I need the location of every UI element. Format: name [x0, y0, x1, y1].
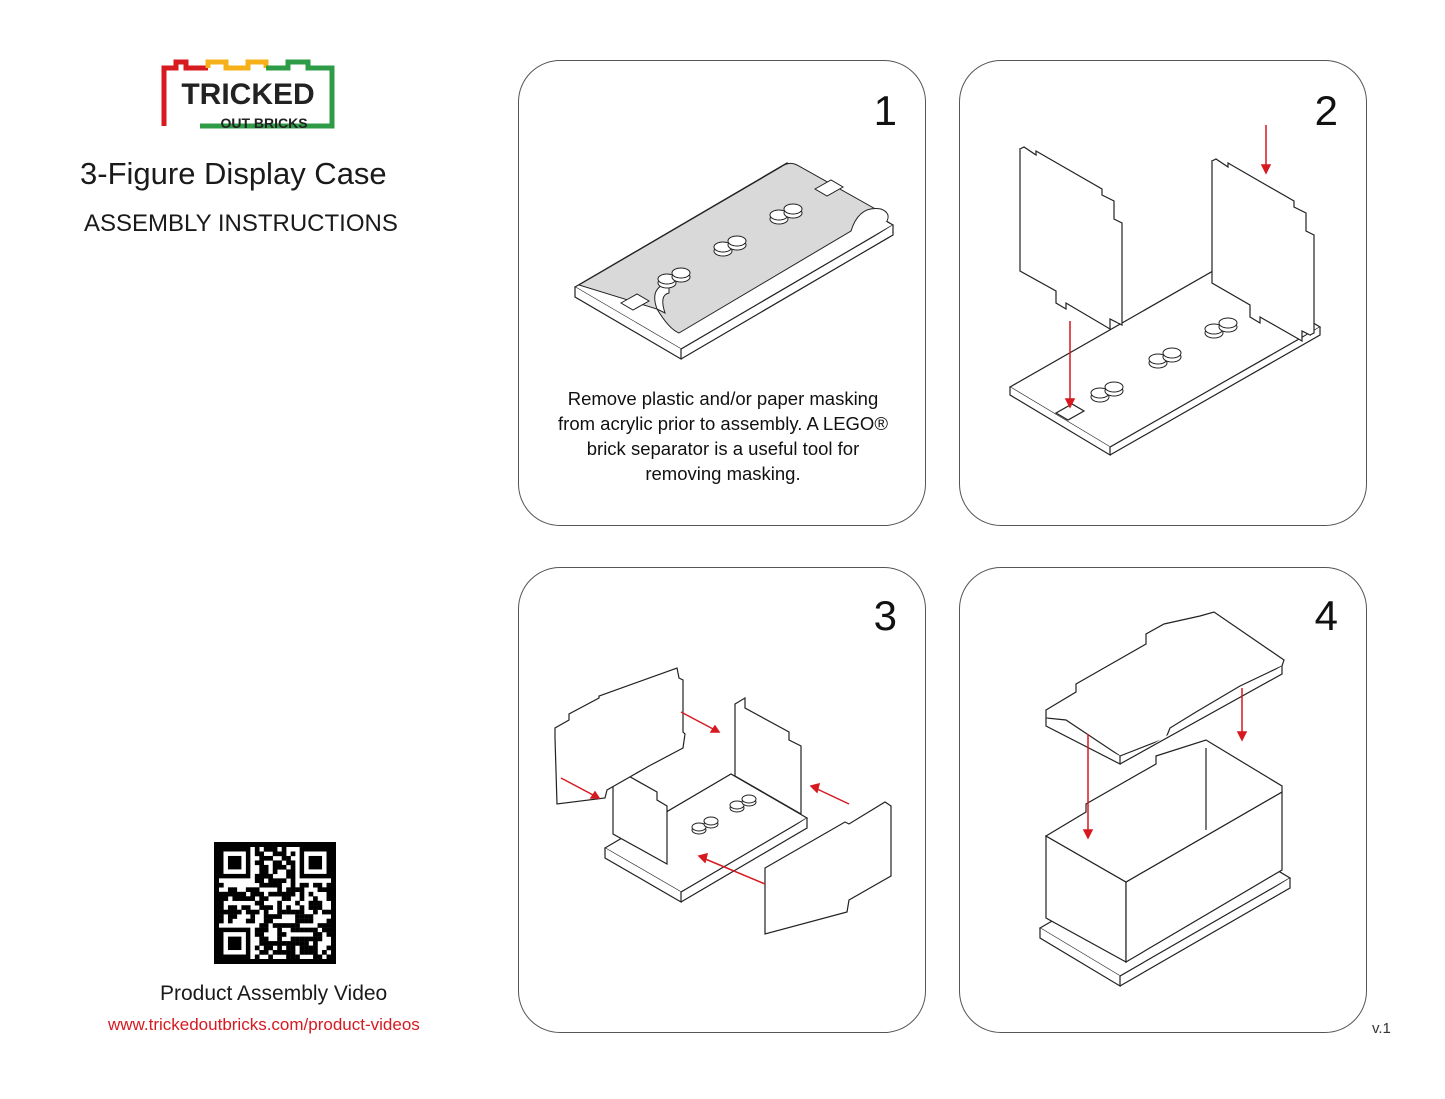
step-4-illustration — [1038, 611, 1292, 988]
qr-code-graphic — [214, 842, 336, 964]
step-number: 1 — [873, 87, 897, 134]
caption-line: removing masking. — [645, 463, 801, 484]
step-panel-3: 3 — [518, 567, 926, 1033]
caption-line: brick separator is a useful tool for — [586, 438, 860, 459]
caption-line: Remove plastic and/or paper masking — [567, 388, 879, 409]
step-number: 2 — [1314, 87, 1338, 134]
step-2-illustration — [1008, 125, 1322, 457]
step-1-illustration — [573, 162, 895, 361]
logo-text-1: TRICKED — [181, 78, 314, 111]
logo-text-2: OUT BRICKS — [220, 115, 307, 130]
step-number: 4 — [1314, 592, 1338, 639]
version-label: v.1 — [1372, 1020, 1391, 1037]
step-number: 3 — [873, 592, 897, 639]
video-link[interactable]: www.trickedoutbricks.com/product-videos — [108, 1015, 420, 1034]
qr-code-icon[interactable] — [214, 842, 336, 964]
page-title: 3-Figure Display Case — [80, 156, 387, 191]
step-panel-4: 4 — [959, 567, 1367, 1033]
brand-logo: TRICKED OUT BRICKS — [160, 58, 336, 131]
step-panel-1: 1 Remove plastic and/or paper masking f — [518, 60, 926, 526]
step-panel-2: 2 — [959, 60, 1367, 526]
video-label: Product Assembly Video — [160, 982, 388, 1005]
page-subtitle: ASSEMBLY INSTRUCTIONS — [84, 210, 398, 237]
brand-logo-graphic: TRICKED OUT BRICKS — [161, 59, 335, 131]
step-1-caption: Remove plastic and/or paper masking from… — [539, 386, 907, 486]
step-3-illustration — [554, 667, 892, 935]
caption-line: from acrylic prior to assembly. A LEGO® — [558, 413, 888, 434]
